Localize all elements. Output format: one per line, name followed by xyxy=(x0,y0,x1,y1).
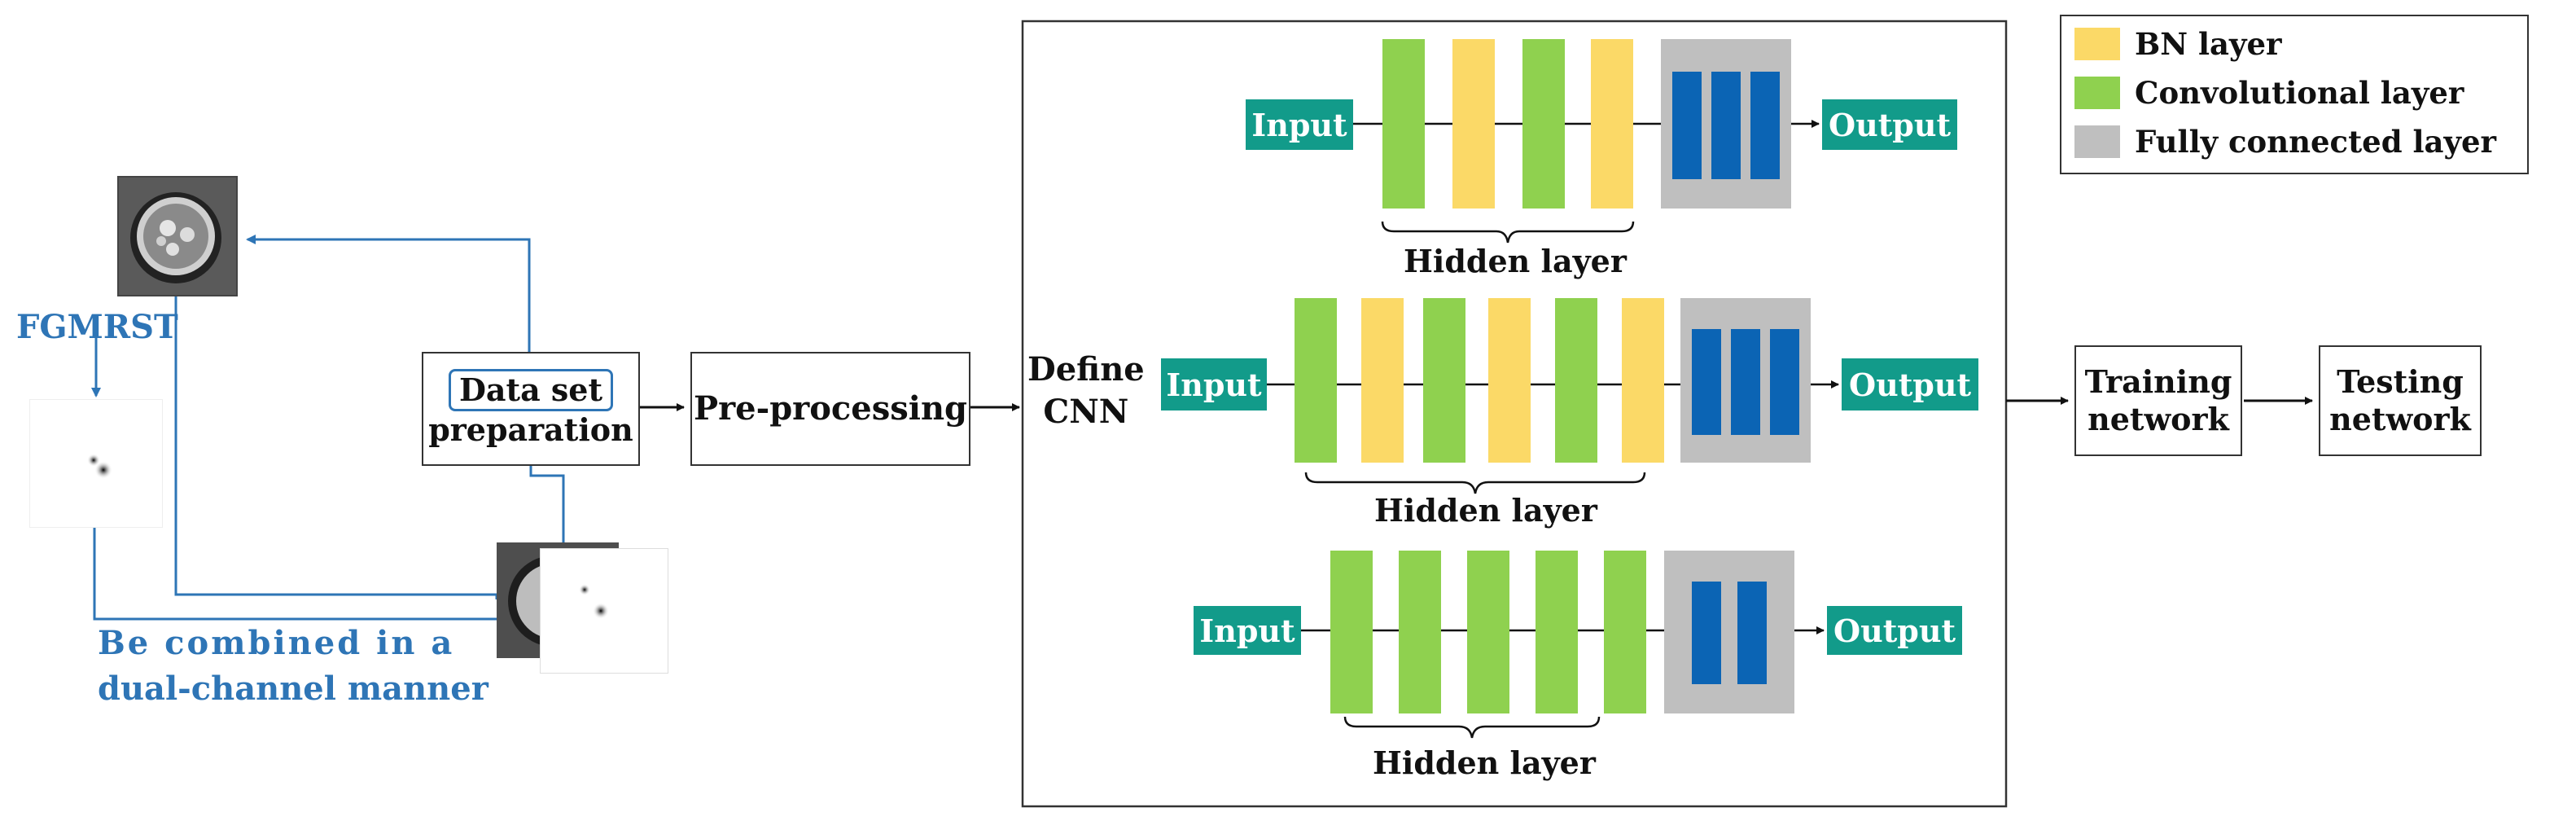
input-node-3: Input xyxy=(1194,606,1301,655)
cell-image-top xyxy=(117,176,238,296)
fc-block xyxy=(1770,329,1799,435)
legend-item-conv: Convolutional layer xyxy=(2074,75,2464,111)
conv-layer xyxy=(1382,39,1425,209)
bn-legend-label: BN layer xyxy=(2135,26,2282,62)
fc-legend-label: Fully connected layer xyxy=(2135,124,2497,160)
conv-layer xyxy=(1423,298,1465,463)
bn-layer xyxy=(1591,39,1633,209)
legend-item-fc: Fully connected layer xyxy=(2074,124,2496,160)
conv-layer xyxy=(1295,298,1337,463)
conv-swatch xyxy=(2074,77,2120,109)
data-set-label: Data set xyxy=(448,369,614,411)
main-connectors xyxy=(639,397,2313,411)
bn-layer xyxy=(1488,298,1531,463)
fc-block xyxy=(1737,582,1767,684)
spectrum-image-front xyxy=(541,549,668,673)
spectrum-image xyxy=(29,399,163,528)
network-3-layers xyxy=(1330,551,1794,713)
conv-layer xyxy=(1522,39,1565,209)
input-node-2: Input xyxy=(1161,358,1267,410)
fc-swatch xyxy=(2074,125,2120,158)
network-1-layers xyxy=(1382,39,1791,209)
preprocessing-box: Pre-processing xyxy=(690,352,970,466)
fc-block xyxy=(1692,582,1721,684)
bn-swatch xyxy=(2074,28,2120,60)
input-node-1: Input xyxy=(1246,99,1353,150)
hidden-layer-label-3: Hidden layer xyxy=(1373,744,1596,781)
combine-label-line1: Be combined in a xyxy=(98,624,455,662)
data-set-preparation-box: Data set preparation xyxy=(422,352,640,466)
hidden-layer-label-1: Hidden layer xyxy=(1404,243,1627,279)
hidden-layer-label-2: Hidden layer xyxy=(1374,492,1597,529)
conv-layer xyxy=(1330,551,1373,713)
fully-connected-layer xyxy=(1664,551,1794,713)
output-node-1: Output xyxy=(1822,99,1957,150)
bn-layer xyxy=(1622,298,1664,463)
training-network-box: Training network xyxy=(2074,345,2242,456)
hidden-brace-2 xyxy=(1304,472,1646,494)
conv-legend-label: Convolutional layer xyxy=(2135,75,2464,111)
fc-block xyxy=(1731,329,1760,435)
fc-block xyxy=(1672,72,1702,179)
fgmrst-label: FGMRST xyxy=(16,308,178,346)
preparation-label: preparation xyxy=(428,411,633,448)
fc-block xyxy=(1692,329,1721,435)
conv-layer xyxy=(1536,551,1578,713)
legend: BN layer Convolutional layer Fully conne… xyxy=(2060,15,2529,174)
hidden-brace-1 xyxy=(1381,221,1635,244)
legend-item-bn: BN layer xyxy=(2074,26,2282,62)
output-node-2: Output xyxy=(1842,358,1978,410)
bn-layer xyxy=(1361,298,1404,463)
output-node-3: Output xyxy=(1827,606,1962,655)
bn-layer xyxy=(1452,39,1495,209)
network-2-layers xyxy=(1295,298,1811,463)
define-cnn-label: Define CNN xyxy=(1027,350,1145,431)
hidden-brace-3 xyxy=(1343,716,1601,739)
testing-network-box: Testing network xyxy=(2319,345,2482,456)
fc-block xyxy=(1711,72,1741,179)
conv-layer xyxy=(1399,551,1441,713)
fc-block xyxy=(1750,72,1780,179)
conv-layer xyxy=(1555,298,1597,463)
conv-layer xyxy=(1604,551,1646,713)
combine-label-line2: dual-channel manner xyxy=(98,670,488,708)
cnn-frame xyxy=(1021,20,2008,808)
conv-layer xyxy=(1467,551,1509,713)
